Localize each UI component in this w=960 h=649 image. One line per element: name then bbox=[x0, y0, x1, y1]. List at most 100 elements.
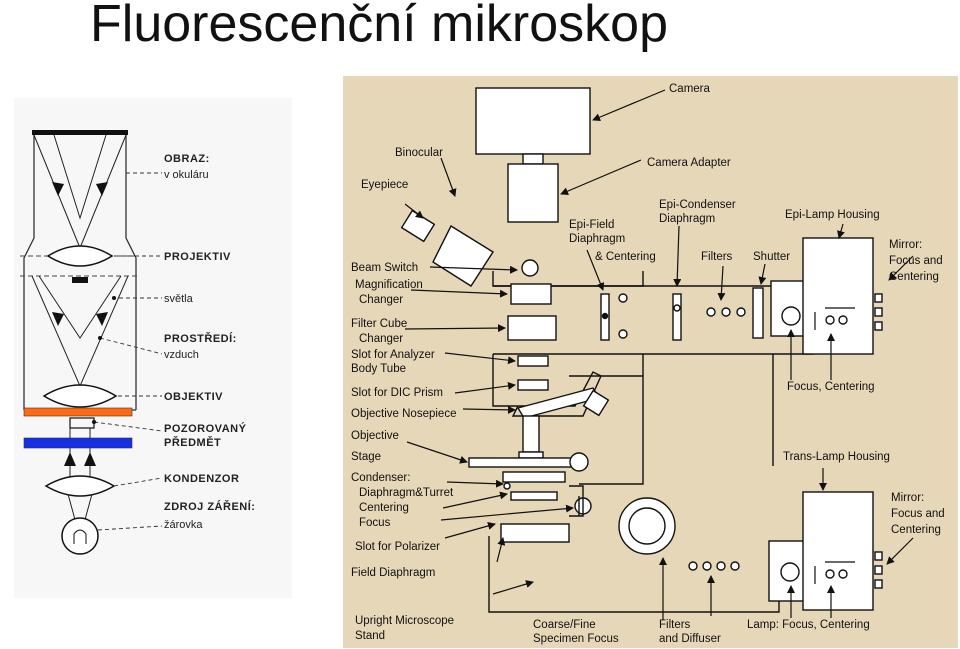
label-filter-cube-2: Changer bbox=[359, 333, 403, 345]
specimen-stage-blue bbox=[23, 437, 133, 449]
label-epi-condenser-1: Epi-Condenser bbox=[659, 199, 736, 211]
optical-schematic-panel: OBRAZ: v okuláru PROJEKTIV světla PROSTŘ… bbox=[14, 98, 292, 598]
label-mirror-bottom-3: Centering bbox=[891, 524, 941, 536]
objective-lens bbox=[42, 384, 118, 408]
label-epi-condenser-2: Diaphragm bbox=[659, 213, 715, 225]
label-filters: Filters bbox=[701, 251, 733, 263]
label-condenser-3: Centering bbox=[359, 502, 409, 514]
shutter bbox=[752, 287, 764, 339]
label-condenser-2: Diaphragm&Turret bbox=[359, 487, 454, 499]
label-coarse-2: Specimen Focus bbox=[533, 633, 619, 645]
label-predmet: PŘEDMĚT bbox=[164, 436, 221, 449]
epi-lamp-knob bbox=[781, 306, 801, 326]
label-stage: Stage bbox=[351, 451, 381, 463]
label-obraz: OBRAZ: bbox=[164, 153, 210, 165]
label-zarovka: žárovka bbox=[164, 519, 203, 531]
analyzer-slot bbox=[517, 355, 549, 367]
label-epi-field-3: & Centering bbox=[595, 251, 656, 263]
label-camera: Camera bbox=[669, 83, 711, 95]
label-mirror-bottom-1: Mirror: bbox=[891, 492, 924, 504]
condenser-turret bbox=[510, 491, 558, 501]
stage-knob bbox=[569, 452, 589, 472]
label-magnification-1: Magnification bbox=[355, 279, 423, 291]
label-camera-adapter: Camera Adapter bbox=[647, 157, 731, 169]
beam-switch-knob bbox=[521, 259, 539, 277]
label-svetla: světla bbox=[164, 293, 194, 305]
optical-schematic: OBRAZ: v okuláru PROJEKTIV světla PROSTŘ… bbox=[20, 130, 255, 555]
stage bbox=[468, 457, 580, 468]
label-objektiv: OBJEKTIV bbox=[164, 391, 223, 403]
label-shutter: Shutter bbox=[753, 251, 790, 263]
adjust-arrows bbox=[814, 307, 855, 584]
label-pozorovany: POZOROVANÝ bbox=[164, 422, 247, 435]
label-v-okularu: v okuláru bbox=[164, 169, 209, 181]
bulb-filament bbox=[73, 529, 87, 544]
label-mirror-top-2: Focus and bbox=[889, 255, 943, 267]
label-mirror-top-3: Centering bbox=[889, 271, 939, 283]
microscope-body bbox=[400, 87, 883, 613]
tube-outline bbox=[23, 135, 137, 411]
binocular-head bbox=[432, 225, 494, 287]
label-epi-lamp-housing: Epi-Lamp Housing bbox=[785, 209, 880, 221]
label-slot-dic: Slot for DIC Prism bbox=[351, 387, 443, 399]
label-beam-switch: Beam Switch bbox=[351, 262, 418, 274]
label-lamp-focus: Lamp: Focus, Centering bbox=[747, 619, 870, 631]
label-mirror-bottom-2: Focus and bbox=[891, 508, 945, 520]
label-magnification-2: Changer bbox=[359, 294, 403, 306]
camera-adapter-neck bbox=[522, 153, 544, 165]
light-bulb-icon bbox=[61, 517, 99, 555]
label-epi-field-1: Epi-Field bbox=[569, 219, 614, 231]
ray-arrows bbox=[52, 182, 108, 466]
leader-lines bbox=[93, 172, 163, 531]
label-condenser-1: Condenser: bbox=[351, 472, 410, 484]
pointer-arrows bbox=[404, 89, 914, 620]
specimen-holder bbox=[69, 417, 95, 429]
label-vzduch: vzduch bbox=[164, 349, 199, 361]
label-filters-diffuser-2: and Diffuser bbox=[659, 633, 721, 645]
label-coarse-1: Coarse/Fine bbox=[533, 619, 596, 631]
trans-lamp-knob bbox=[780, 562, 800, 582]
label-slot-analyzer-1: Slot for Analyzer bbox=[351, 349, 435, 361]
label-upright-2: Stand bbox=[355, 630, 385, 642]
condenser-lens bbox=[44, 475, 116, 497]
projective-stop bbox=[72, 277, 88, 283]
condenser bbox=[502, 471, 566, 483]
slide-title: Fluorescenční mikroskop bbox=[90, 0, 668, 53]
label-condenser-4: Focus bbox=[359, 517, 391, 529]
label-trans-lamp-housing: Trans-Lamp Housing bbox=[783, 451, 890, 463]
magnification-changer bbox=[510, 283, 552, 305]
label-mirror-top-1: Mirror: bbox=[889, 239, 922, 251]
field-diaphragm-port bbox=[500, 523, 570, 543]
label-slot-analyzer-2: Body Tube bbox=[351, 363, 406, 375]
specimen-slide-orange bbox=[23, 407, 133, 417]
fine-focus-knob bbox=[628, 507, 666, 545]
label-epi-field-2: Diaphragm bbox=[569, 233, 625, 245]
label-slot-polarizer: Slot for Polarizer bbox=[355, 541, 440, 553]
epi-lamp-housing bbox=[802, 237, 874, 355]
label-prostredi: PROSTŘEDÍ: bbox=[164, 332, 237, 345]
label-upright-1: Upright Microscope bbox=[355, 615, 454, 627]
label-zdroj: ZDROJ ZÁŘENÍ: bbox=[164, 500, 255, 513]
nosepiece-objective-side bbox=[582, 389, 610, 417]
label-filters-diffuser-1: Filters bbox=[659, 619, 691, 631]
label-binocular: Binocular bbox=[395, 147, 443, 159]
label-objective: Objective bbox=[351, 430, 399, 442]
objective bbox=[522, 415, 540, 453]
camera-adapter bbox=[507, 163, 559, 223]
label-projektiv: PROJEKTIV bbox=[164, 251, 231, 263]
epi-condenser-diaphragm bbox=[672, 293, 682, 341]
microscope-diagram-panel: Camera Binocular Camera Adapter Eyepiece… bbox=[343, 76, 958, 648]
filter-cube-changer bbox=[507, 315, 557, 341]
image-plane bbox=[32, 130, 128, 135]
label-objective-nosepiece: Objective Nosepiece bbox=[351, 408, 456, 420]
label-kondenzor: KONDENZOR bbox=[164, 473, 239, 485]
projective-lens bbox=[46, 245, 114, 267]
leader-dots bbox=[92, 131, 116, 424]
label-eyepiece: Eyepiece bbox=[361, 179, 408, 191]
microscope-diagram: Camera Binocular Camera Adapter Eyepiece… bbox=[343, 76, 958, 648]
label-focus-centering: Focus, Centering bbox=[787, 381, 875, 393]
label-field-diaphragm: Field Diaphragm bbox=[351, 567, 435, 579]
dic-slot bbox=[517, 379, 549, 391]
label-filter-cube-1: Filter Cube bbox=[351, 318, 407, 330]
camera-box bbox=[475, 87, 591, 155]
